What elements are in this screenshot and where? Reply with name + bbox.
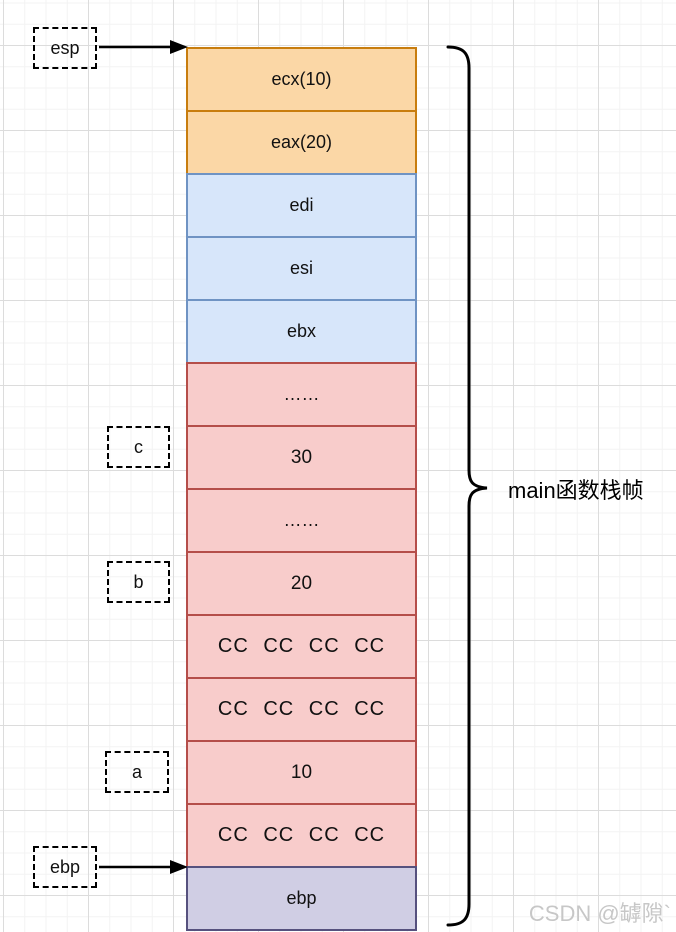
stack-frame-brace: [446, 45, 488, 927]
ebp-pointer-label: ebp: [49, 856, 81, 877]
variable-a-label: a: [131, 761, 142, 782]
stack-cell: 10: [186, 740, 417, 805]
stack-cell: 30: [186, 425, 417, 490]
variable-c-box: c: [107, 426, 170, 468]
stack-cell: ecx(10): [186, 47, 417, 112]
stack-cell: ……: [186, 362, 417, 427]
stack-cell: edi: [186, 173, 417, 238]
stack-frame-title: main函数栈帧: [508, 478, 644, 503]
stack-cell: ebx: [186, 299, 417, 364]
stack-cell: eax(20): [186, 110, 417, 175]
variable-b-box: b: [107, 561, 170, 603]
stack-cell: 20: [186, 551, 417, 616]
stack-cell: ebp: [186, 866, 417, 931]
esp-pointer-box: esp: [33, 27, 97, 69]
esp-arrow: [99, 40, 188, 54]
stack-cell: CC CC CC CC: [186, 677, 417, 742]
variable-a-box: a: [105, 751, 169, 793]
stack-cell: esi: [186, 236, 417, 301]
watermark: CSDN @罅隙`: [528, 901, 671, 926]
stack-cell: CC CC CC CC: [186, 803, 417, 868]
ebp-arrow: [99, 860, 188, 874]
stack-cell: ……: [186, 488, 417, 553]
stack-cell: CC CC CC CC: [186, 614, 417, 679]
variable-b-label: b: [133, 571, 144, 592]
variable-c-label: c: [134, 436, 143, 457]
esp-pointer-label: esp: [50, 37, 80, 58]
ebp-pointer-box: ebp: [33, 846, 97, 888]
